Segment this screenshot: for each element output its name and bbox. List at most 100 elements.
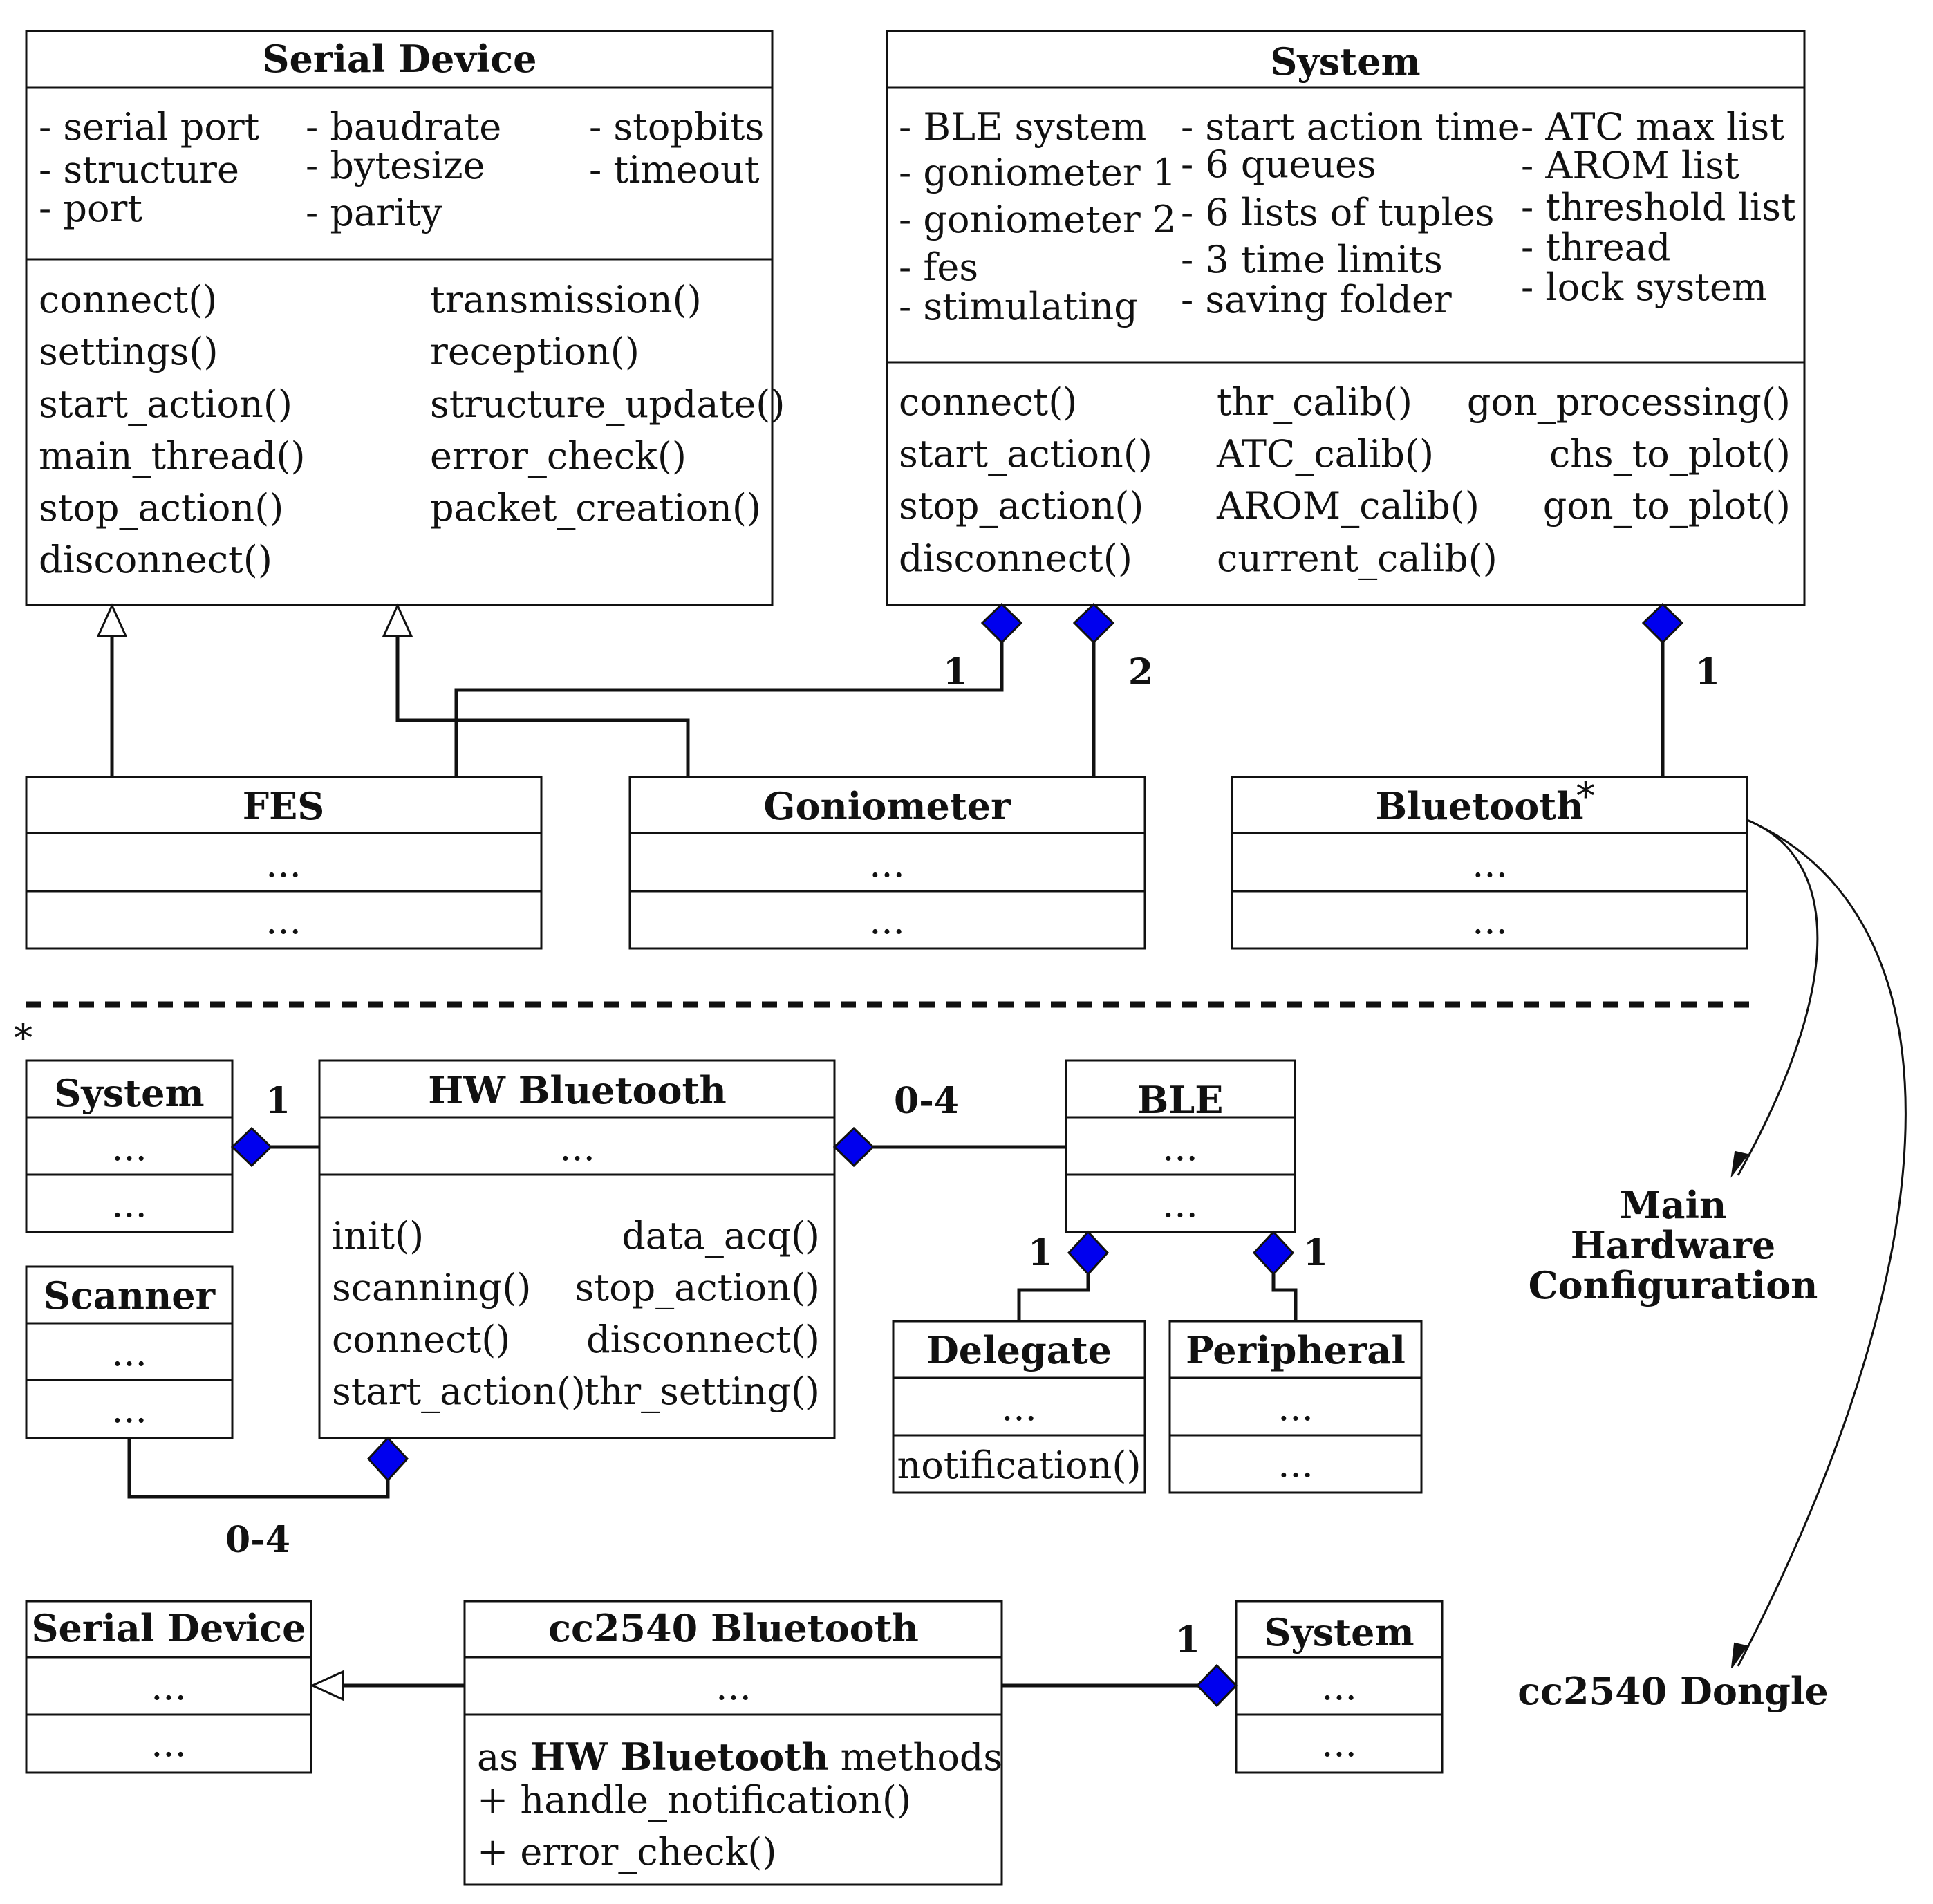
serial-device-title: Serial Device: [263, 37, 537, 81]
ble-methods: ...: [1162, 1182, 1198, 1226]
arrowhead-main-hardware: [1730, 1150, 1749, 1178]
cc2540-bluetooth-class: [463, 1600, 1003, 1886]
method-scanning: scanning(): [332, 1266, 531, 1309]
main-hw-connectors: [127, 1145, 1298, 1499]
attr-stopbits: - stopbits: [589, 105, 764, 149]
main-hw-caption-line1: Main: [1620, 1183, 1727, 1227]
delegate-attributes: ...: [1001, 1385, 1037, 1429]
bluetooth-expansion-arrows: [1737, 819, 1907, 1667]
method-handle-notification: + handle_notification(): [477, 1778, 911, 1822]
peripheral-attributes: ...: [1278, 1385, 1314, 1429]
scanner-methods: ...: [111, 1388, 147, 1431]
dongle-system-title: System: [1264, 1610, 1414, 1654]
inheritance-connectors: [110, 636, 690, 777]
method-arom-calib: AROM_calib(): [1216, 484, 1479, 528]
attr-6-lists-of-tuples: - 6 lists of tuples: [1181, 191, 1494, 234]
attr-stimulating: - stimulating: [899, 285, 1138, 328]
cc2540-bluetooth-attributes: ...: [716, 1665, 751, 1708]
fes-class: [25, 776, 543, 950]
method-current-calib: current_calib(): [1217, 536, 1497, 580]
inheritance-arrowheads: [96, 603, 413, 637]
method-settings: settings(): [39, 330, 218, 373]
goniometer-methods: ...: [869, 899, 905, 942]
method-disconnect: disconnect(): [586, 1318, 820, 1361]
cc2540-methods-note: as HW Bluetooth methods: [477, 1735, 1002, 1779]
bluetooth-methods: ...: [1472, 899, 1508, 942]
multiplicity-goniometer: 2: [1128, 651, 1153, 693]
multiplicity-fes: 1: [943, 651, 968, 693]
main-hw-diamonds: [230, 1126, 1295, 1482]
method-stop-action: stop_action(): [39, 486, 283, 530]
attr-parity: - parity: [306, 191, 442, 234]
dongle-serial-device-attributes: ...: [151, 1665, 187, 1708]
bluetooth-composition-diamond: [1641, 602, 1684, 644]
method-main-thread: main_thread(): [39, 434, 306, 478]
method-reception: reception(): [430, 330, 639, 373]
arrow-to-cc2540-dongle: [1737, 819, 1907, 1667]
system-class: [886, 30, 1806, 606]
method-thr-calib: thr_calib(): [1217, 380, 1412, 424]
multiplicity-scanner: 0-4: [225, 1519, 290, 1561]
cc2540-bluetooth-title: cc2540 Bluetooth: [548, 1606, 919, 1650]
peripheral-title: Peripheral: [1186, 1328, 1406, 1372]
fes-attributes: ...: [265, 842, 301, 886]
method-connect: connect(): [332, 1318, 510, 1361]
multiplicity-peripheral: 1: [1303, 1232, 1328, 1274]
method-thr-setting: thr_setting(): [584, 1370, 820, 1413]
dongle-serial-device-title: Serial Device: [32, 1606, 306, 1650]
attr-ble-system: - BLE system: [899, 105, 1146, 149]
dongle-system-methods: ...: [1321, 1721, 1357, 1765]
method-start-action: start_action(): [39, 382, 292, 426]
bluetooth-title: Bluetooth: [1376, 784, 1584, 828]
fes-inherits-arrowhead: [96, 603, 128, 637]
main-hw-caption-line2: Hardware: [1571, 1223, 1776, 1267]
attr-thread: - thread: [1521, 225, 1670, 269]
method-init: init(): [332, 1214, 424, 1258]
peripheral-composition-diamond: [1252, 1230, 1295, 1276]
cc2540-methods-suffix: methods: [841, 1735, 1002, 1779]
multiplicity-ble: 0-4: [894, 1080, 959, 1122]
attr-start-action-time: - start action time: [1181, 105, 1520, 149]
attr-saving-folder: - saving folder: [1181, 278, 1452, 321]
method-start-action: start_action(): [899, 432, 1152, 476]
attr-atc-max-list: - ATC max list: [1521, 105, 1784, 149]
delegate-composition-diamond: [1067, 1230, 1110, 1276]
method-notification: notification(): [897, 1444, 1141, 1487]
section-marker-asterisk: *: [14, 1016, 32, 1060]
fes-methods: ...: [265, 899, 301, 942]
method-disconnect: disconnect(): [39, 538, 272, 581]
method-transmission: transmission(): [430, 278, 702, 321]
multiplicity-system: 1: [265, 1080, 290, 1122]
method-packet-creation: packet_creation(): [430, 486, 761, 530]
cc2540-methods-bold: HW Bluetooth: [530, 1735, 828, 1779]
cc2540-methods-prefix: as: [477, 1735, 519, 1779]
method-error-check: + error_check(): [477, 1830, 776, 1874]
goniometer-composition-diamond: [1072, 602, 1115, 644]
attr-bytesize: - bytesize: [306, 144, 485, 187]
dongle-system-attributes: ...: [1321, 1665, 1357, 1708]
method-gon-processing: gon_processing(): [1467, 380, 1791, 424]
ble-composition-diamond: [832, 1126, 875, 1168]
method-disconnect: disconnect(): [899, 536, 1132, 580]
attr-6-queues: - 6 queues: [1181, 142, 1376, 186]
bluetooth-attributes: ...: [1472, 842, 1508, 886]
method-data-acq: data_acq(): [622, 1214, 820, 1258]
mh-system-title: System: [54, 1071, 204, 1115]
scanner-title: Scanner: [44, 1273, 216, 1318]
goniometer-inherits-arrowhead: [382, 603, 413, 637]
method-error-check: error_check(): [430, 434, 687, 478]
system-composition-diamond: [230, 1126, 273, 1168]
ble-title: BLE: [1137, 1078, 1224, 1122]
attr-port: - port: [39, 187, 142, 230]
attr-3-time-limits: - 3 time limits: [1181, 238, 1443, 281]
scanner-composition-diamond: [366, 1436, 409, 1482]
delegate-title: Delegate: [926, 1328, 1112, 1372]
dongle-serial-device-class: [25, 1600, 312, 1774]
method-start-action: start_action(): [332, 1370, 586, 1413]
method-connect: connect(): [39, 278, 217, 321]
composition-connectors: [454, 642, 1665, 777]
multiplicity-delegate: 1: [1028, 1232, 1053, 1274]
method-atc-calib: ATC_calib(): [1216, 432, 1434, 476]
hw-bluetooth-title: HW Bluetooth: [428, 1068, 726, 1112]
